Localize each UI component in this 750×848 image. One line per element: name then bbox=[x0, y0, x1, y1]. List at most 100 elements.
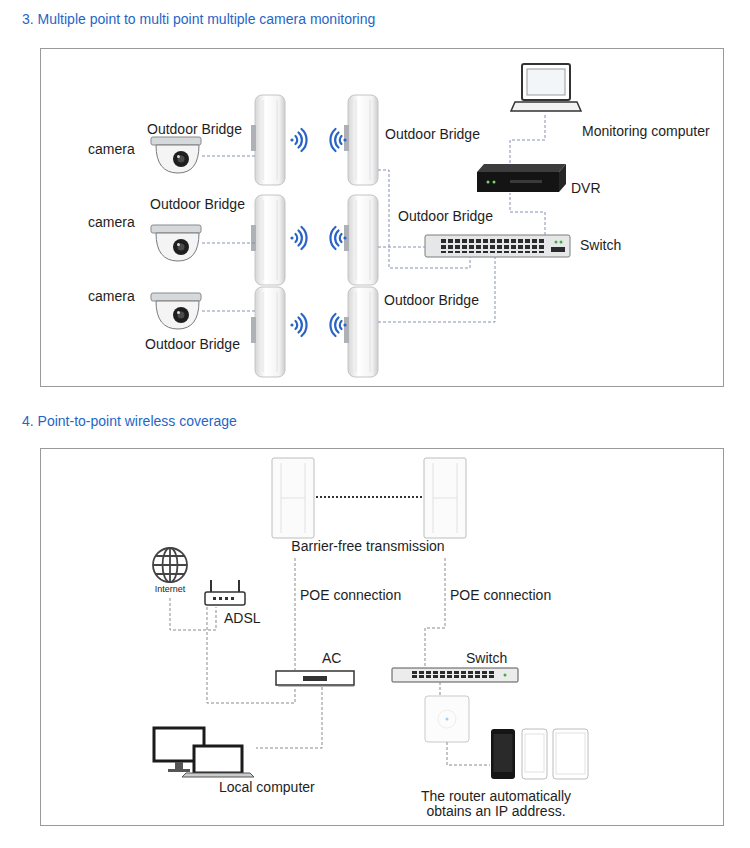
node-label: AC bbox=[322, 650, 341, 666]
dvr-box bbox=[510, 180, 542, 183]
signal-waves bbox=[330, 227, 346, 249]
dvr-box bbox=[559, 164, 566, 192]
mobile-devices bbox=[494, 734, 513, 772]
dvr-box bbox=[487, 181, 490, 184]
node-label: ADSL bbox=[224, 610, 261, 626]
adsl-router bbox=[205, 580, 245, 605]
link-label: Barrier-free transmission bbox=[268, 538, 468, 554]
outdoor-bridge: Outdoor Bridge bbox=[255, 95, 285, 187]
computer-icon bbox=[194, 746, 242, 773]
mobile-devices bbox=[525, 734, 544, 772]
outdoor-bridge bbox=[272, 458, 314, 538]
access-point bbox=[425, 682, 490, 765]
switch-box bbox=[555, 241, 558, 244]
ac-controller bbox=[276, 671, 354, 685]
signal-waves bbox=[290, 227, 306, 249]
dvr-box bbox=[477, 172, 559, 192]
adsl-router bbox=[213, 597, 216, 600]
access-point bbox=[425, 696, 469, 742]
node-label: camera bbox=[88, 214, 135, 230]
monitoring-computer: Monitoring computer bbox=[511, 62, 581, 113]
dvr-box bbox=[493, 181, 496, 184]
adsl-router bbox=[210, 580, 212, 592]
laptop-icon bbox=[511, 64, 581, 111]
outdoor-bridge: Outdoor Bridge bbox=[348, 95, 378, 187]
outdoor-bridge bbox=[272, 458, 314, 538]
switch: Switch bbox=[425, 235, 570, 257]
node-label: DVR bbox=[571, 180, 601, 196]
outdoor-bridge: Outdoor Bridge bbox=[348, 287, 378, 375]
cable-line bbox=[510, 193, 545, 235]
node-label: Internet bbox=[129, 584, 211, 595]
cable-line bbox=[202, 156, 255, 157]
switch-box bbox=[425, 235, 570, 257]
laptop-icon bbox=[522, 64, 570, 100]
camera: camera bbox=[150, 222, 202, 264]
adsl-router: ADSL bbox=[203, 578, 247, 607]
dome-camera bbox=[151, 137, 201, 173]
adsl-router bbox=[219, 597, 222, 600]
signal-waves bbox=[330, 129, 346, 151]
access-point bbox=[447, 742, 490, 765]
node-label: Outdoor Bridge bbox=[398, 208, 493, 224]
poe-wire bbox=[425, 558, 445, 668]
dvr: DVR bbox=[475, 163, 567, 193]
access-controller: AC bbox=[275, 670, 355, 687]
ac-controller bbox=[303, 676, 327, 681]
camera: camera bbox=[150, 290, 202, 332]
poe-wire bbox=[295, 558, 296, 670]
section-heading: 3. Multiple point to multi point multipl… bbox=[22, 11, 375, 27]
node-label: Outdoor Bridge bbox=[147, 121, 242, 137]
node-label: Monitoring computer bbox=[582, 123, 710, 139]
cable-line bbox=[202, 311, 255, 312]
cable-line bbox=[170, 598, 216, 630]
wireless-link bbox=[316, 496, 422, 498]
node-label: Switch bbox=[580, 237, 621, 253]
switch-box bbox=[551, 247, 565, 252]
globe-icon bbox=[153, 548, 187, 582]
adsl-router bbox=[238, 580, 240, 592]
switch-box bbox=[412, 671, 496, 679]
outdoor-bridge: Outdoor Bridge bbox=[348, 195, 378, 283]
node-label: camera bbox=[88, 141, 135, 157]
switch-box bbox=[560, 241, 563, 244]
cable-line bbox=[378, 247, 425, 248]
bridge-device bbox=[251, 287, 285, 377]
cable-line bbox=[256, 687, 322, 748]
outdoor-bridge bbox=[424, 458, 466, 538]
switch-box bbox=[392, 668, 518, 682]
signal-waves bbox=[290, 129, 306, 151]
node-label: camera bbox=[88, 288, 135, 304]
switch-box bbox=[425, 235, 570, 257]
switch: Switch bbox=[392, 668, 518, 682]
bridge-device bbox=[344, 95, 378, 185]
bridge-device bbox=[344, 287, 378, 377]
dvr-box bbox=[477, 164, 566, 192]
bridge-device bbox=[251, 95, 285, 185]
section-heading: 4. Point-to-point wireless coverage bbox=[22, 413, 237, 429]
adsl-router bbox=[225, 597, 228, 600]
mobile-devices bbox=[491, 729, 515, 779]
node-label: Outdoor Bridge bbox=[384, 292, 479, 308]
cable-line bbox=[202, 243, 255, 244]
note-text: The router automatically obtains an IP a… bbox=[401, 789, 591, 819]
computer-icon bbox=[154, 728, 254, 777]
laptop-icon bbox=[527, 69, 565, 95]
outdoor-bridge bbox=[281, 463, 305, 533]
adsl-router bbox=[205, 592, 245, 605]
bridge-device bbox=[344, 195, 378, 285]
computer-icon bbox=[175, 762, 183, 770]
mobile-devices bbox=[491, 729, 588, 779]
dvr-box bbox=[477, 164, 566, 172]
connection-label: POE connection bbox=[300, 587, 401, 603]
computer-icon bbox=[168, 769, 190, 772]
signal-waves bbox=[290, 314, 306, 336]
node-label: Local computer bbox=[219, 779, 315, 795]
internet-globe: Internet bbox=[149, 546, 191, 598]
node-label: Switch bbox=[466, 650, 507, 666]
node-label: Outdoor Bridge bbox=[145, 336, 240, 352]
connection-label: POE connection bbox=[450, 587, 551, 603]
panel-frame bbox=[41, 49, 724, 387]
node-label: Outdoor Bridge bbox=[150, 196, 245, 212]
